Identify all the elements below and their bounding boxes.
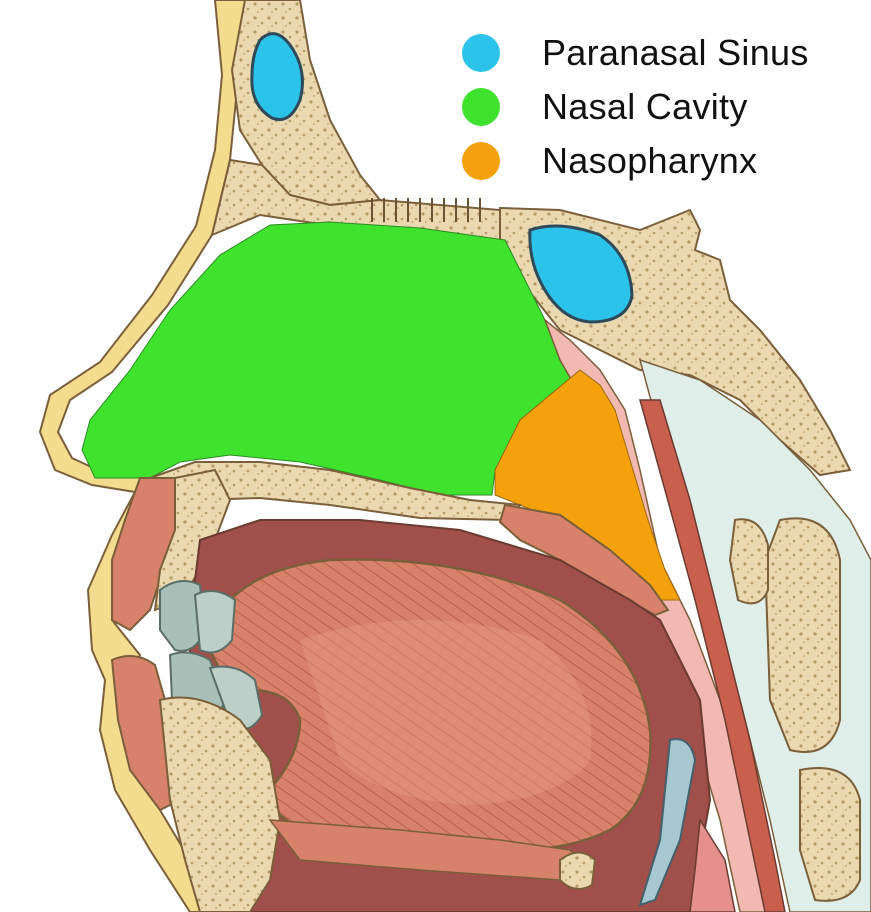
legend-label: Nasopharynx (542, 140, 758, 181)
legend-label: Paranasal Sinus (542, 32, 809, 73)
frontal-sinus (250, 32, 304, 121)
nasal-cavity (81, 221, 581, 496)
mandible (158, 696, 282, 912)
airway (689, 817, 736, 912)
soft-palate (498, 503, 670, 617)
nasopharynx-swatch (462, 142, 500, 180)
legend-item-paranasal-sinus: Paranasal Sinus (462, 26, 809, 80)
lower-lip (110, 655, 182, 812)
legend-item-nasopharynx: Nasopharynx (462, 134, 809, 188)
vertebrae (728, 517, 861, 902)
skin-profile (0, 0, 240, 912)
epiglottis (638, 738, 697, 907)
tongue (203, 558, 652, 853)
pharyngeal-wall (639, 399, 786, 912)
nasal-cavity-swatch (462, 88, 500, 126)
sphenoid-sinus (528, 224, 634, 324)
legend-label: Nasal Cavity (542, 86, 748, 127)
legend: Paranasal Sinus Nasal Cavity Nasopharynx (462, 26, 809, 188)
paranasal-sinus-swatch (462, 34, 500, 72)
hyoid-bone (559, 851, 597, 890)
teeth (159, 580, 264, 731)
cribriform-plate (371, 198, 481, 222)
legend-item-nasal-cavity: Nasal Cavity (462, 80, 809, 134)
tongue-highlight (300, 620, 592, 805)
